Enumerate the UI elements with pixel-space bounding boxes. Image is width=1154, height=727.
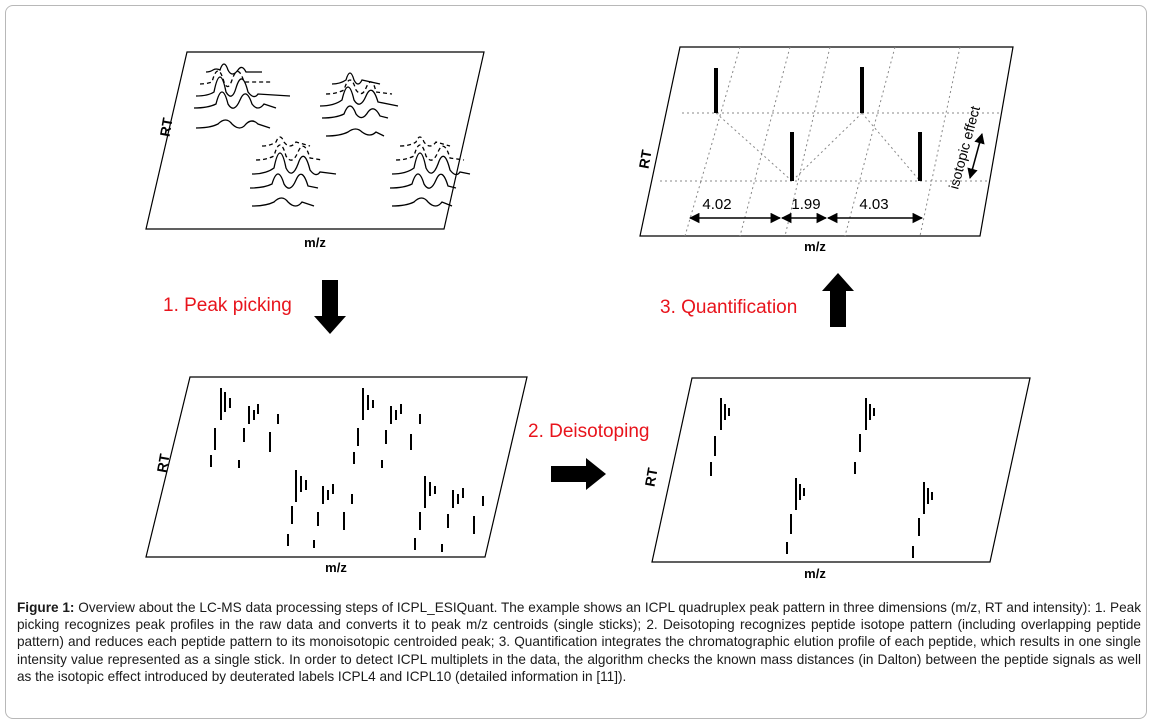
raw-xlabel: m/z: [304, 235, 326, 250]
quant-distance-arrows: [688, 132, 985, 224]
picked-ylabel: RT: [154, 452, 173, 474]
step-arrows: [314, 273, 854, 490]
distance-label-1: 4.02: [702, 196, 731, 213]
raw-peak-profiles: [193, 63, 471, 207]
step1-label: 1. Peak picking: [163, 295, 292, 316]
quant-xlabel: m/z: [804, 239, 826, 254]
figure-caption: Figure 1: Overview about the LC-MS data …: [17, 599, 1141, 685]
panel-raw-plane: [145, 51, 485, 230]
distance-label-3: 4.03: [859, 196, 888, 213]
workflow-diagram: m/z RT 4.02 1.99: [145, 46, 1031, 581]
panel-quant-plane: [639, 46, 1014, 237]
distance-label-2: 1.99: [791, 196, 820, 213]
deiso-xlabel: m/z: [804, 566, 826, 581]
arrow-down-icon: [314, 280, 346, 334]
step3-label: 3. Quantification: [660, 297, 797, 318]
caption-text: Overview about the LC-MS data processing…: [17, 600, 1141, 684]
panel-picked-plane: [145, 376, 528, 558]
panel-deisotoped: m/z RT: [642, 377, 1031, 581]
deiso-sticks: [710, 398, 933, 558]
arrow-up-icon: [822, 273, 854, 327]
panel-raw-data: m/z RT: [145, 51, 485, 250]
deiso-ylabel: RT: [642, 466, 661, 488]
picked-sticks: [210, 388, 484, 552]
picked-xlabel: m/z: [325, 560, 347, 575]
quant-sticks: [714, 67, 922, 181]
panel-quantification: 4.02 1.99 4.03 isotopic effect m/z RT: [636, 46, 1014, 254]
caption-label: Figure 1:: [17, 600, 75, 615]
raw-ylabel: RT: [157, 116, 176, 138]
quant-ylabel: RT: [636, 148, 655, 170]
panel-deiso-plane: [651, 377, 1031, 563]
panel-peak-picked: m/z RT: [145, 376, 528, 575]
quant-grid: [660, 46, 1000, 237]
arrow-right-icon: [551, 458, 606, 490]
step2-label: 2. Deisotoping: [528, 421, 649, 442]
